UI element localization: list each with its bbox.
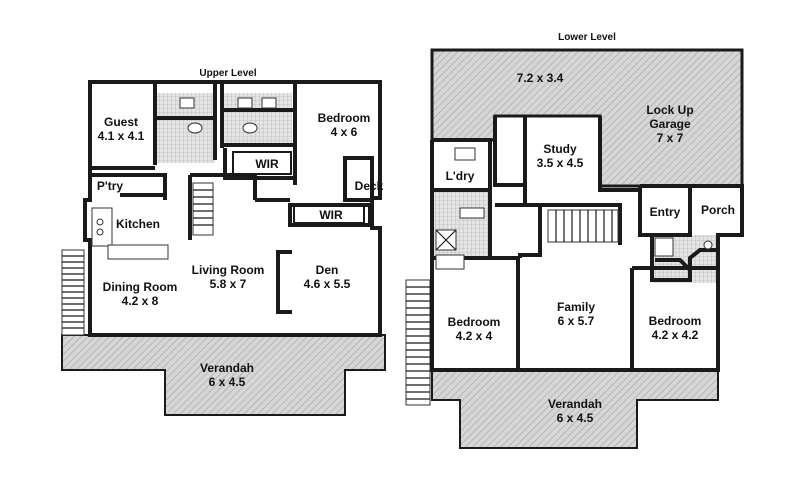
porch-name: Porch <box>701 203 735 217</box>
garage-name-1: Lock Up <box>646 103 693 117</box>
upper-verandah-floor <box>61 334 386 416</box>
upper-bedroom-name: Bedroom <box>318 111 371 125</box>
pantry-name: P'try <box>97 179 124 193</box>
upper-verandah-size: 6 x 4.5 <box>209 375 246 389</box>
lower-verandah-size: 6 x 4.5 <box>557 411 594 425</box>
lower-garage-floor <box>430 48 744 188</box>
garage-area-size: 7.2 x 3.4 <box>517 71 564 85</box>
upper-bedroom-size: 4 x 6 <box>331 125 358 139</box>
dining-name: Dining Room <box>103 280 178 294</box>
lower-side-stair <box>405 279 431 406</box>
lower-level-plan <box>405 48 744 449</box>
lower-internal-stair <box>547 209 619 243</box>
lower-bedroom-right-size: 4.2 x 4.2 <box>652 328 699 342</box>
kitchen-name: Kitchen <box>116 217 160 231</box>
wir2-name: WIR <box>319 208 343 222</box>
upper-verandah-name: Verandah <box>200 361 254 375</box>
lower-verandah-name: Verandah <box>548 397 602 411</box>
upper-wir1-frame <box>232 151 292 175</box>
kitchen-island <box>107 244 169 260</box>
lower-shower-cross <box>435 229 457 251</box>
upper-outer-wall <box>83 80 382 337</box>
upper-vanity-2 <box>237 97 253 109</box>
upper-toilet-1 <box>187 122 203 134</box>
guest-name: Guest <box>104 115 138 129</box>
study-name: Study <box>543 142 577 156</box>
lower-verandah-floor <box>431 369 719 449</box>
kitchen-cooktop <box>96 218 104 226</box>
upper-vanity-1 <box>179 97 195 109</box>
ensuite-basin <box>703 240 713 250</box>
laundry-tub <box>454 147 476 161</box>
upper-bathroom-tiles-2 <box>222 93 292 145</box>
lower-level-title: Lower Level <box>558 32 616 43</box>
lower-bath <box>435 254 465 270</box>
upper-level-title: Upper Level <box>199 68 256 79</box>
garage-size: 7 x 7 <box>657 131 684 145</box>
wir1-name: WIR <box>255 157 279 171</box>
living-name: Living Room <box>192 263 265 277</box>
family-name: Family <box>557 300 595 314</box>
lower-bedroom-right-name: Bedroom <box>649 314 702 328</box>
entry-name: Entry <box>650 205 681 219</box>
lower-bedroom-left-size: 4.2 x 4 <box>456 329 493 343</box>
deck-name: Deck <box>355 179 384 193</box>
upper-toilet-2 <box>242 122 258 134</box>
kitchen-cooktop-2 <box>96 228 104 236</box>
family-size: 6 x 5.7 <box>558 314 595 328</box>
upper-vanity-3 <box>261 97 277 109</box>
upper-wir2-frame <box>293 205 365 224</box>
lower-vanity <box>459 207 485 219</box>
guest-size: 4.1 x 4.1 <box>98 129 145 143</box>
ensuite-shower <box>654 237 674 257</box>
upper-internal-stair <box>192 182 214 236</box>
den-partition <box>276 250 292 314</box>
dining-size: 4.2 x 8 <box>122 294 159 308</box>
study-size: 3.5 x 4.5 <box>537 156 584 170</box>
garage-name-2: Garage <box>649 117 691 131</box>
living-size: 5.8 x 7 <box>210 277 247 291</box>
den-name: Den <box>316 263 339 277</box>
upper-level-plan <box>61 80 386 416</box>
upper-side-stair <box>61 249 85 336</box>
den-size: 4.6 x 5.5 <box>304 277 351 291</box>
lower-internal-walls <box>432 116 742 370</box>
laundry-name: L'dry <box>446 169 475 183</box>
kitchen-bench <box>91 207 113 247</box>
lower-bedroom-left-name: Bedroom <box>448 315 501 329</box>
